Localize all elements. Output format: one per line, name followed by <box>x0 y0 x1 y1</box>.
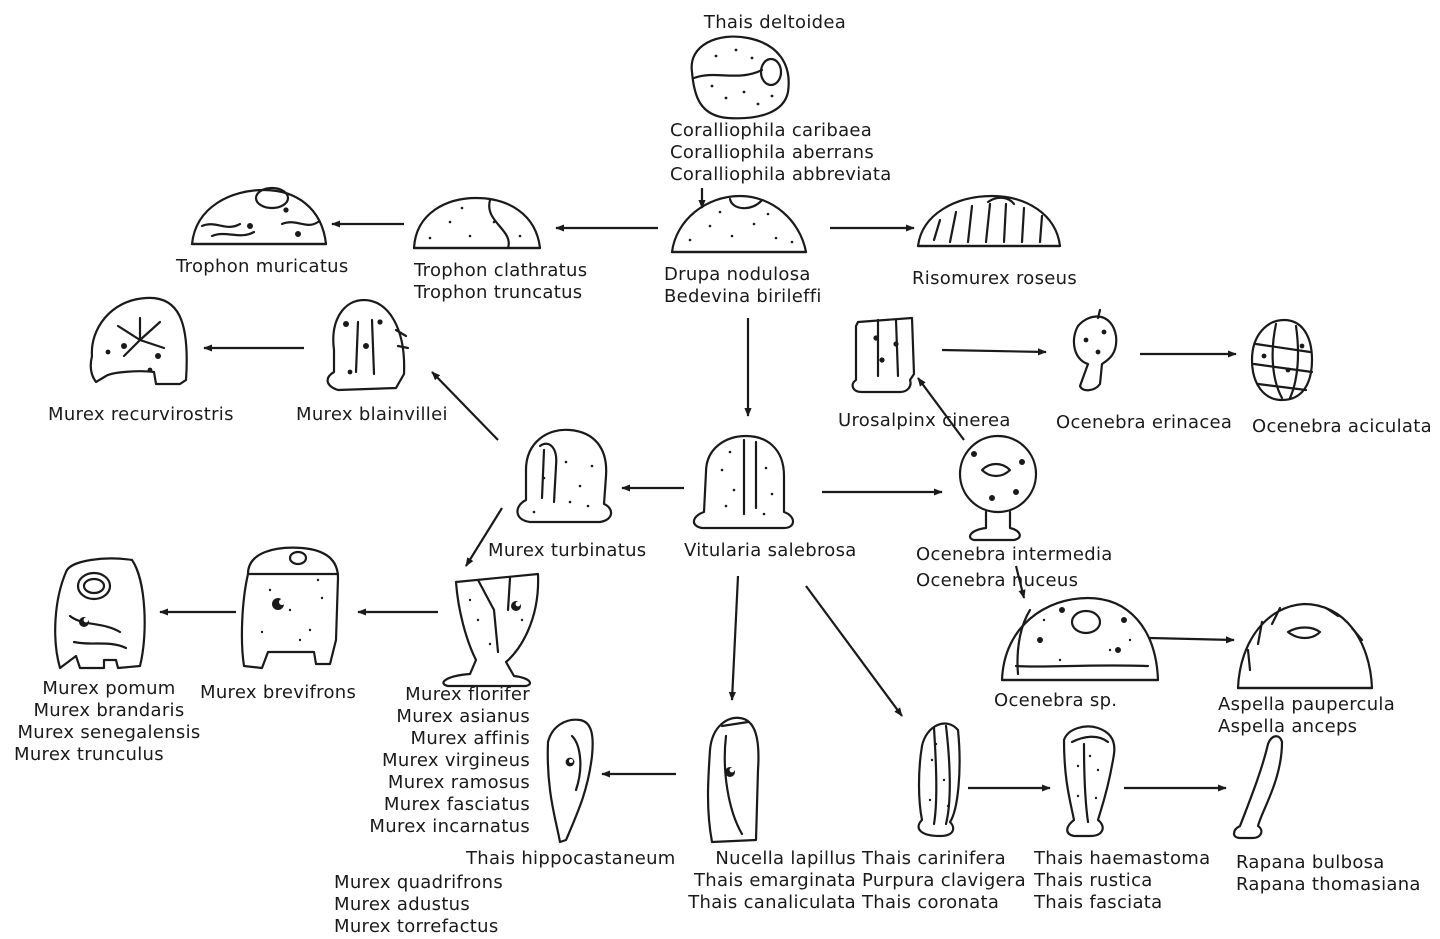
shell-murex-pomum <box>55 559 144 669</box>
shell-trophon-muricatus <box>192 188 326 244</box>
species-name: Murex affinis <box>326 728 530 750</box>
label-murex-turbinatus: Murex turbinatus <box>488 540 646 562</box>
shell-risomurex-roseus <box>918 196 1060 246</box>
species-name: Bedevina birileffi <box>664 286 822 308</box>
species-name: Murex brandaris <box>10 700 208 722</box>
label-trophon-muricatus: Trophon muricatus <box>176 256 349 278</box>
shell-murex-recurvirostris <box>91 298 187 384</box>
species-name: Murex fasciatus <box>326 794 530 816</box>
label-urosalpinx-cinerea: Urosalpinx cinerea <box>838 410 1011 432</box>
species-name: Murex asianus <box>326 706 530 728</box>
label-risomurex-roseus: Risomurex roseus <box>912 268 1077 290</box>
species-name: Thais fasciata <box>1034 892 1210 914</box>
species-name: Rapana thomasiana <box>1236 874 1421 896</box>
species-name: Thais haemastoma <box>1034 848 1210 870</box>
species-name: Coralliophila abbreviata <box>670 164 892 186</box>
arrow-urosalpinx-to-erinacea <box>942 350 1046 352</box>
label-thais-deltoidea: Thais deltoidea <box>690 12 860 34</box>
shell-thais-hippocastaneum <box>548 720 593 842</box>
shell-vitularia-salebrosa <box>694 436 793 528</box>
species-name: Nucella lapillus <box>652 848 856 870</box>
shell-nucella-lapillus <box>708 718 758 842</box>
shell-thais-carinifera <box>919 723 960 836</box>
label-ocenebra-aciculata: Ocenebra aciculata <box>1252 416 1432 438</box>
species-name: Thais carinifera <box>862 848 1026 870</box>
species-name: Risomurex roseus <box>912 268 1077 290</box>
species-name: Urosalpinx cinerea <box>838 410 1011 432</box>
arrow-vitularia-to-carinifera <box>806 586 902 716</box>
species-name: Vitularia salebrosa <box>684 540 857 562</box>
species-name: Coralliophila aberrans <box>670 142 892 164</box>
species-name: Ocenebra intermedia <box>916 544 1113 566</box>
shell-trophon-clathratus <box>414 198 540 248</box>
label-murex-blainvillei: Murex blainvillei <box>296 404 448 426</box>
species-name: Ocenebra aciculata <box>1252 416 1432 438</box>
shell-rapana-bulbosa <box>1234 736 1282 838</box>
species-name: Murex blainvillei <box>296 404 448 426</box>
species-name: Thais canaliculata <box>652 892 856 914</box>
label-murex-quadrifrons-group: Murex quadrifrons Murex adustus Murex to… <box>334 872 503 938</box>
label-coralliophila-group: Coralliophila caribaea Coralliophila abe… <box>670 120 892 186</box>
label-murex-florifer-group: Murex florifer Murex asianus Murex affin… <box>326 684 530 838</box>
species-name: Trophon muricatus <box>176 256 349 278</box>
shell-ocenebra-aciculata <box>1252 320 1312 400</box>
shell-murex-turbinatus <box>517 430 611 522</box>
species-name: Purpura clavigera <box>862 870 1026 892</box>
species-name: Murex senegalensis <box>10 722 208 744</box>
label-murex-recurvirostris: Murex recurvirostris <box>48 404 234 426</box>
label-nucella-group: Nucella lapillus Thais emarginata Thais … <box>652 848 856 914</box>
species-name: Rapana bulbosa <box>1236 852 1421 874</box>
species-name: Thais emarginata <box>652 870 856 892</box>
species-name: Thais deltoidea <box>690 12 860 34</box>
arrow-ocenebra-sp-to-aspella <box>1150 638 1234 640</box>
shell-murex-florifer <box>443 574 538 686</box>
label-rapana-group: Rapana bulbosa Rapana thomasiana <box>1236 852 1421 896</box>
species-name: Ocenebra erinacea <box>1056 412 1232 434</box>
species-name: Aspella anceps <box>1218 716 1395 738</box>
species-name: Murex turbinatus <box>488 540 646 562</box>
species-name: Murex torrefactus <box>334 916 503 938</box>
label-drupa-group: Drupa nodulosa Bedevina birileffi <box>664 264 822 308</box>
shell-murex-brevifrons <box>242 548 338 668</box>
species-name: Murex trunculus <box>10 744 208 766</box>
species-name: Thais hippocastaneum <box>466 848 676 870</box>
shell-urosalpinx-cinerea <box>853 318 914 392</box>
species-name: Murex quadrifrons <box>334 872 503 894</box>
label-ocenebra-erinacea: Ocenebra erinacea <box>1056 412 1232 434</box>
species-name: Ocenebra nuceus <box>916 570 1113 592</box>
shell-ocenebra-intermedia <box>960 436 1036 540</box>
label-ocenebra-intermedia-group: Ocenebra intermedia Ocenebra nuceus <box>916 544 1113 592</box>
shell-drupa-nodulosa <box>672 196 806 252</box>
species-name: Aspella paupercula <box>1218 694 1395 716</box>
label-thais-hippocastaneum: Thais hippocastaneum <box>466 848 676 870</box>
species-name: Ocenebra sp. <box>994 690 1117 712</box>
species-name: Trophon clathratus <box>414 260 587 282</box>
label-ocenebra-sp: Ocenebra sp. <box>994 690 1117 712</box>
shell-aspella-paupercula <box>1238 604 1372 688</box>
label-murex-pomum-group: Murex pomum Murex brandaris Murex senega… <box>10 678 208 766</box>
label-thais-carinifera-group: Thais carinifera Purpura clavigera Thais… <box>862 848 1026 914</box>
shell-thais-haemastoma <box>1064 727 1114 837</box>
species-name: Drupa nodulosa <box>664 264 822 286</box>
arrow-vitularia-to-nucella <box>732 576 738 700</box>
species-name: Murex recurvirostris <box>48 404 234 426</box>
species-name: Thais rustica <box>1034 870 1210 892</box>
species-name: Murex virgineus <box>326 750 530 772</box>
species-name: Murex pomum <box>10 678 208 700</box>
species-name: Trophon truncatus <box>414 282 587 304</box>
species-name: Coralliophila caribaea <box>670 120 892 142</box>
shell-thais-deltoidea <box>692 37 789 119</box>
species-name: Murex incarnatus <box>326 816 530 838</box>
label-thais-haemastoma-group: Thais haemastoma Thais rustica Thais fas… <box>1034 848 1210 914</box>
label-aspella-group: Aspella paupercula Aspella anceps <box>1218 694 1395 738</box>
species-name: Murex ramosus <box>326 772 530 794</box>
label-vitularia-salebrosa: Vitularia salebrosa <box>684 540 857 562</box>
species-name: Thais coronata <box>862 892 1026 914</box>
shell-ocenebra-erinacea <box>1074 310 1116 390</box>
label-trophon-group: Trophon clathratus Trophon truncatus <box>414 260 587 304</box>
species-name: Murex florifer <box>326 684 530 706</box>
shell-ocenebra-sp <box>1002 598 1158 680</box>
species-name: Murex adustus <box>334 894 503 916</box>
